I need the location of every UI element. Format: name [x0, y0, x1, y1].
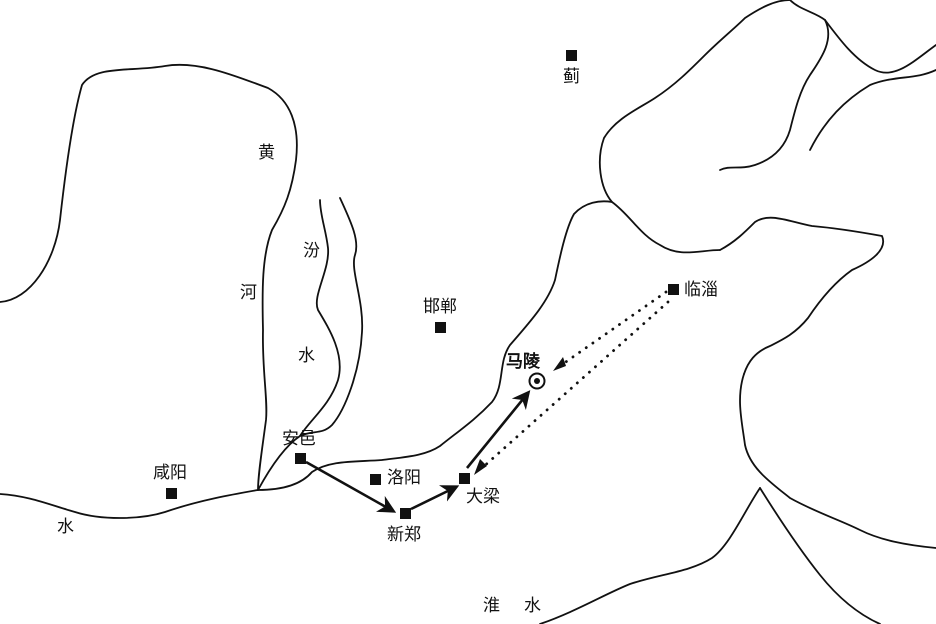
- river-huang-label: 黄: [258, 143, 275, 163]
- city-maling-label: 马陵: [506, 352, 540, 372]
- city-handan-icon: [435, 322, 446, 333]
- fen-river: [299, 199, 341, 437]
- city-luoyang-label: 洛阳: [387, 468, 421, 488]
- river-huai-label: 淮: [483, 596, 500, 616]
- city-xianyang-label: 咸阳: [153, 463, 187, 483]
- arrowhead-linzi-maling: [553, 357, 566, 371]
- route-linzi-daliang: [480, 300, 670, 470]
- city-ji-label: 蓟: [563, 67, 580, 87]
- huai-tributary: [759, 487, 881, 624]
- city-linzi-label: 临淄: [684, 280, 718, 300]
- arrowhead-linzi-daliang: [474, 459, 487, 475]
- yellow-river-lower: [257, 200, 721, 491]
- huai-river: [539, 487, 761, 624]
- route-daliang-maling: [465, 390, 531, 469]
- east-coast-south: [739, 373, 936, 549]
- city-xianyang-icon: [166, 488, 177, 499]
- liaodong-coast: [719, 0, 830, 171]
- korea-coast-2: [809, 69, 936, 151]
- route-linzi-maling: [558, 290, 668, 368]
- city-anyi-label: 安邑: [282, 429, 316, 449]
- city-xinzheng-icon: [400, 508, 411, 519]
- river-he-label: 河: [240, 283, 257, 303]
- city-daliang-label: 大梁: [466, 487, 500, 507]
- yellow-river-west-loop: [0, 64, 298, 491]
- river-fen-shui-label: 水: [298, 346, 315, 366]
- city-daliang-icon: [459, 473, 470, 484]
- route-anyi-xinzheng: [305, 460, 397, 513]
- wei-river: [0, 489, 259, 519]
- river-fen-label: 汾: [303, 241, 320, 261]
- city-ji-icon: [566, 50, 577, 61]
- city-handan-label: 邯郸: [423, 297, 457, 317]
- river-huai-shui-label: 水: [524, 596, 541, 616]
- city-luoyang-icon: [370, 474, 381, 485]
- shandong-peninsula: [719, 216, 885, 375]
- route-xinzheng-daliang: [410, 485, 460, 511]
- city-anyi-icon: [295, 453, 306, 464]
- river-wei-shui-label: 水: [57, 517, 74, 537]
- bohai-coast: [598, 0, 791, 203]
- korea-coast: [824, 19, 936, 74]
- battle-site-icon: [528, 372, 546, 390]
- city-linzi-icon: [668, 284, 679, 295]
- city-xinzheng-label: 新郑: [387, 525, 421, 545]
- yellow-river-east: [257, 197, 364, 491]
